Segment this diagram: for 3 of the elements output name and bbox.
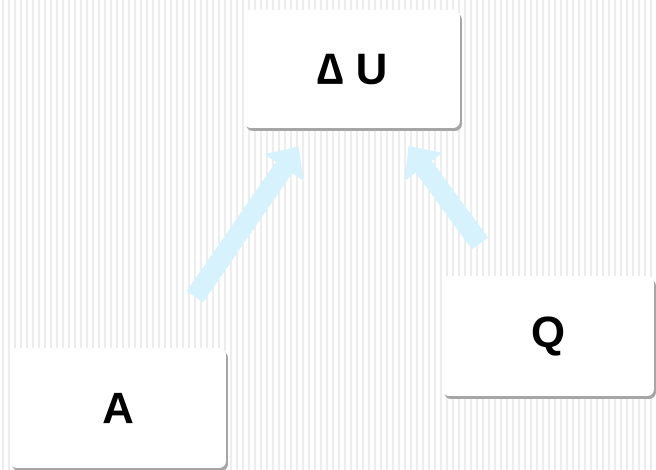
text-box: A <box>10 348 228 470</box>
text-box: Q <box>442 276 656 399</box>
text-box: ∆ U <box>244 10 462 131</box>
